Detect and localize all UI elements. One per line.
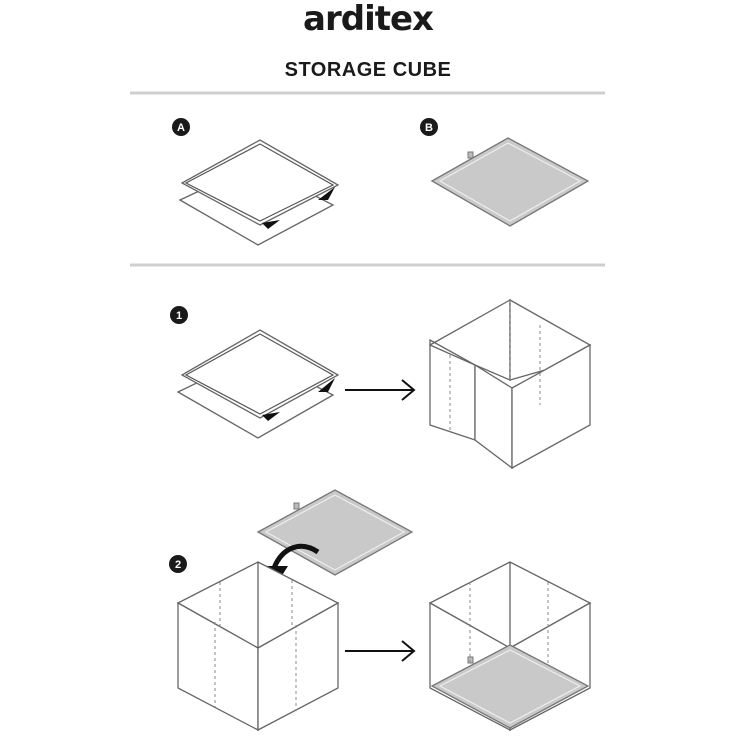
step-1-folded-cube: [429, 298, 592, 470]
part-b-base-plate: [430, 137, 590, 227]
step-2-arrow-icon: [345, 640, 416, 662]
step-1-sheets: [176, 329, 340, 439]
part-a-label: A: [177, 122, 185, 134]
page-title: STORAGE CUBE: [285, 59, 452, 81]
step-2-base-plate: [256, 489, 414, 576]
step-2-finished-cube: [428, 561, 592, 732]
brand-logo: arditex: [303, 0, 434, 39]
part-b-label: B: [425, 122, 433, 134]
step-2-open-cube: [176, 561, 340, 732]
step-2-label: 2: [175, 559, 181, 571]
step-1-badge: 1: [170, 306, 188, 324]
arrow-tip-icon: [318, 187, 335, 200]
part-a-badge: A: [172, 118, 190, 136]
arrow-tip-icon: [318, 378, 335, 392]
arrow-tip-icon: [262, 412, 280, 421]
step-2-badge: 2: [169, 555, 187, 573]
step-1-arrow-icon: [345, 379, 416, 401]
step-1-label: 1: [176, 310, 182, 322]
part-b-badge: B: [420, 118, 438, 136]
arrow-tip-icon: [262, 220, 280, 229]
part-a-sheets: [178, 139, 340, 246]
